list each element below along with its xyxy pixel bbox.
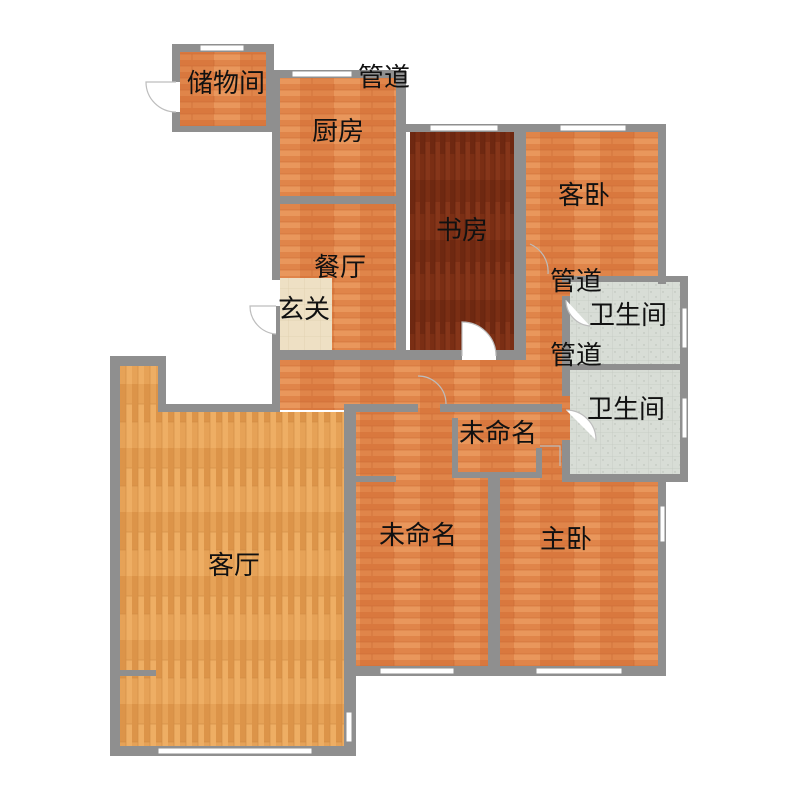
wall (280, 196, 396, 204)
wall (406, 350, 462, 360)
bathroom-1-label: 卫生间 (589, 301, 667, 331)
room-labels: 储物间 管道 厨房 书房 客卧 餐厅 玄关 管道 卫生间 管道 卫生间 未命名 … (187, 63, 667, 581)
floors (120, 52, 680, 746)
wall (344, 404, 418, 412)
wall (562, 440, 570, 482)
wall (172, 44, 180, 82)
wall (158, 356, 166, 412)
wall (496, 350, 526, 360)
unnamed-room-floor (356, 482, 488, 666)
window (345, 711, 353, 743)
door-entrance (249, 305, 277, 335)
unnamed-hall-label: 未命名 (459, 419, 537, 449)
study-floor (410, 132, 514, 350)
living-room-floor (120, 366, 344, 746)
door-hall (540, 445, 561, 466)
wall (562, 276, 688, 282)
windows (157, 44, 688, 755)
unnamed-room-label: 未命名 (379, 521, 457, 551)
wall (172, 126, 274, 132)
wall (272, 306, 280, 410)
wall (658, 476, 666, 676)
wall (396, 70, 406, 360)
storage-floor (180, 52, 272, 130)
wall (536, 448, 542, 478)
guest-bedroom-floor (526, 132, 658, 278)
window (659, 505, 666, 543)
entrance-floor (280, 278, 332, 350)
kitchen-label: 厨房 (312, 117, 364, 147)
door-storage (145, 81, 177, 113)
pipe-lower-label: 管道 (550, 341, 602, 371)
wall (280, 350, 396, 360)
wall (110, 356, 120, 756)
window (199, 44, 245, 52)
window (559, 124, 627, 132)
wall (658, 124, 666, 284)
door-study (461, 321, 497, 357)
dining-label: 餐厅 (314, 253, 366, 283)
study-label: 书房 (436, 216, 488, 246)
door-bath-1 (565, 299, 591, 327)
living-room-label: 客厅 (208, 551, 260, 581)
wall (562, 474, 688, 482)
wall (110, 670, 156, 676)
window (535, 667, 623, 675)
corridor-floor (280, 360, 570, 410)
door-guest (529, 243, 549, 275)
wall (440, 404, 562, 412)
wall (344, 404, 356, 756)
master-bedroom-label: 主卧 (540, 525, 592, 555)
wall (452, 418, 458, 478)
guest-bedroom-label: 客卧 (558, 181, 610, 211)
wall (272, 70, 280, 280)
wall (452, 472, 540, 478)
bathroom-1-floor (570, 282, 680, 364)
window (157, 747, 313, 755)
wall (172, 112, 180, 132)
window (681, 307, 688, 349)
wall (350, 666, 666, 676)
pipe-top-label: 管道 (358, 63, 410, 93)
wall (566, 364, 688, 370)
window (429, 124, 499, 132)
wall (110, 356, 166, 366)
wall (488, 476, 500, 676)
doors (145, 81, 597, 466)
door-unnamed (417, 375, 447, 405)
wall (514, 124, 526, 360)
unnamed-hall-floor (352, 410, 570, 482)
wall (562, 296, 570, 396)
wall (680, 276, 688, 482)
window (379, 667, 455, 675)
storage-label: 储物间 (187, 69, 265, 99)
pipe-mid-label: 管道 (550, 267, 602, 297)
window (291, 70, 353, 78)
bathroom-2-label: 卫生间 (587, 395, 665, 425)
entrance-label: 玄关 (278, 295, 330, 325)
master-bedroom-floor (500, 482, 658, 666)
wall (356, 476, 396, 482)
wall (266, 44, 274, 132)
kitchen-floor (280, 78, 396, 196)
window (681, 397, 688, 439)
door-bath-2 (565, 409, 597, 441)
wall (158, 404, 280, 412)
